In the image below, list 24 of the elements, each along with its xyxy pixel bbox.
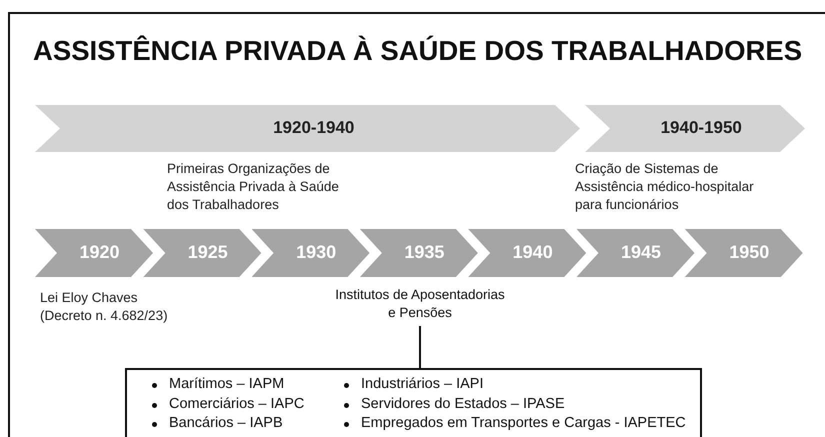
period-label: 1920-1940 xyxy=(272,118,356,138)
list-item: Servidores do Estados – IPASE xyxy=(361,396,565,412)
list-item: Bancários – IAPB xyxy=(169,415,283,431)
event-note: Lei Eloy Chaves (Decreto n. 4.682/23) xyxy=(40,289,169,325)
year-label: 1940 xyxy=(512,242,554,263)
event-label: Institutos de Aposentadorias e Pensões xyxy=(335,286,505,322)
title: ASSISTÊNCIA PRIVADA À SAÚDE DOS TRABALHADORES xyxy=(33,35,802,67)
year-label: 1945 xyxy=(620,242,662,263)
year-label: 1920 xyxy=(78,242,121,263)
list-item: Marítimos – IAPM xyxy=(169,376,284,392)
event-note: Criação de Sistemas de Assistência médico-hospitalar para funcionários xyxy=(575,160,755,214)
year-label: 1935 xyxy=(403,242,446,263)
year-label: 1930 xyxy=(295,242,338,263)
list-item: Empregados em Transportes e Cargas - IAPETEC xyxy=(361,415,686,431)
list-box xyxy=(125,368,702,437)
connector-line xyxy=(419,326,421,368)
year-label: 1950 xyxy=(728,242,770,263)
period-label: 1940-1950 xyxy=(660,118,743,138)
list-item: Comerciários – IAPC xyxy=(169,396,304,412)
event-note: Primeiras Organizações de Assistência Privada à Saúde dos Trabalhadores xyxy=(167,160,340,214)
timeline-segment xyxy=(35,229,153,277)
timeline-segment xyxy=(576,229,694,277)
list-item: Industriários – IAPI xyxy=(361,376,484,392)
year-label: 1925 xyxy=(186,242,229,263)
